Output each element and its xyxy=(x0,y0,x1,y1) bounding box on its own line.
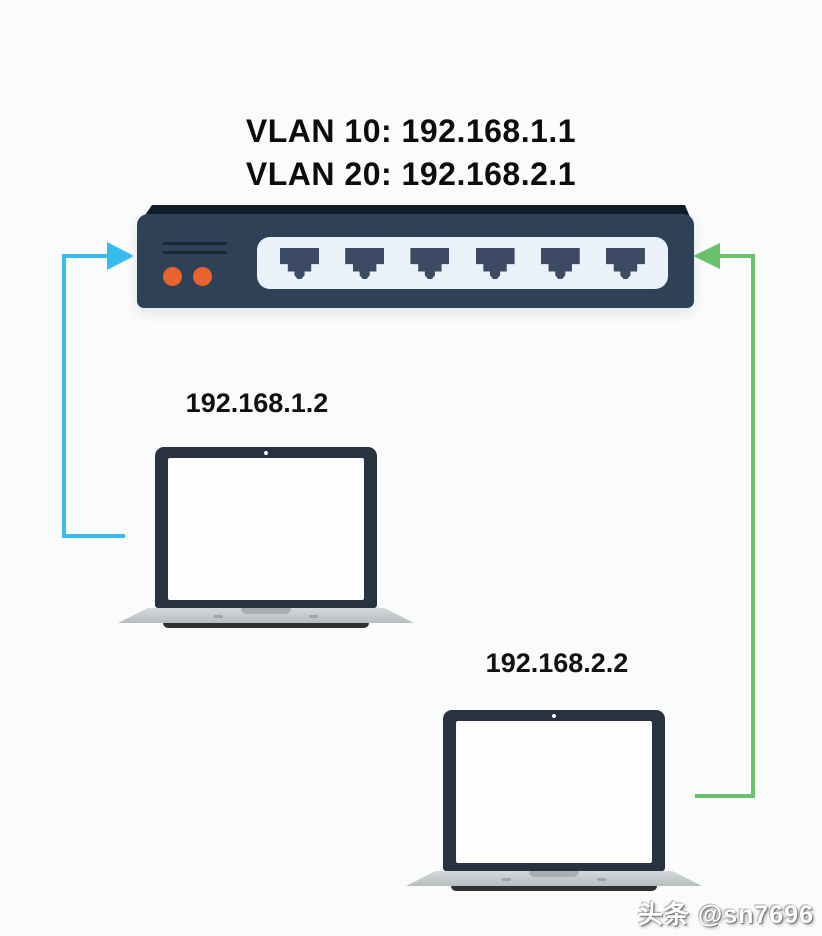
vlan20-link-segment xyxy=(751,254,755,798)
switch-led-icon xyxy=(163,267,182,286)
switch-vent-line xyxy=(163,251,227,254)
vlan20-link-segment xyxy=(716,254,755,258)
laptop-base-mark xyxy=(214,615,223,618)
vlan20-gateway-label: VLAN 20: 192.168.2.1 xyxy=(245,156,577,192)
laptop-base xyxy=(406,871,702,886)
ethernet-port-icon xyxy=(540,248,580,279)
laptop-foot xyxy=(451,886,657,891)
vlan20-arrowhead-icon xyxy=(693,243,720,269)
laptop-base-notch xyxy=(241,608,291,614)
laptop-base-mark xyxy=(597,878,606,881)
switch-body xyxy=(137,214,694,308)
diagram-title: VLAN 10: 192.168.1.1 VLAN 20: 192.168.2.… xyxy=(0,110,822,196)
laptop-camera-icon xyxy=(264,451,268,455)
laptop-screen-frame xyxy=(443,710,665,871)
laptop-display xyxy=(168,458,364,600)
ethernet-port-icon xyxy=(280,248,319,279)
ethernet-port-icon xyxy=(475,248,515,279)
laptop-base-notch xyxy=(529,871,579,877)
host2-laptop xyxy=(406,710,702,892)
laptop-base-mark xyxy=(502,878,511,881)
host1-ip-label: 192.168.1.2 xyxy=(185,388,329,418)
watermark: 头条 @sn7696 xyxy=(637,901,814,929)
vlan20-link-segment xyxy=(695,794,755,798)
switch-led-icon xyxy=(193,267,212,286)
network-switch xyxy=(137,205,694,308)
laptop-camera-icon xyxy=(552,714,556,718)
ethernet-port-icon xyxy=(410,248,450,279)
laptop-base-mark xyxy=(309,615,318,618)
host1-laptop xyxy=(118,447,414,629)
laptop-foot xyxy=(163,623,369,628)
laptop-screen-frame xyxy=(155,447,377,608)
ethernet-port-icon xyxy=(605,248,645,279)
ethernet-port-icon xyxy=(345,248,385,279)
vlan10-link-segment xyxy=(64,254,112,258)
switch-port-panel xyxy=(257,237,668,289)
vlan10-gateway-label: VLAN 10: 192.168.1.1 xyxy=(245,113,577,149)
laptop-base xyxy=(118,608,414,623)
laptop-display xyxy=(456,721,652,863)
switch-vent-line xyxy=(163,242,227,245)
vlan10-link-segment xyxy=(62,254,66,538)
host2-ip-label: 192.168.2.2 xyxy=(485,648,629,678)
vlan10-link-segment xyxy=(62,534,125,538)
